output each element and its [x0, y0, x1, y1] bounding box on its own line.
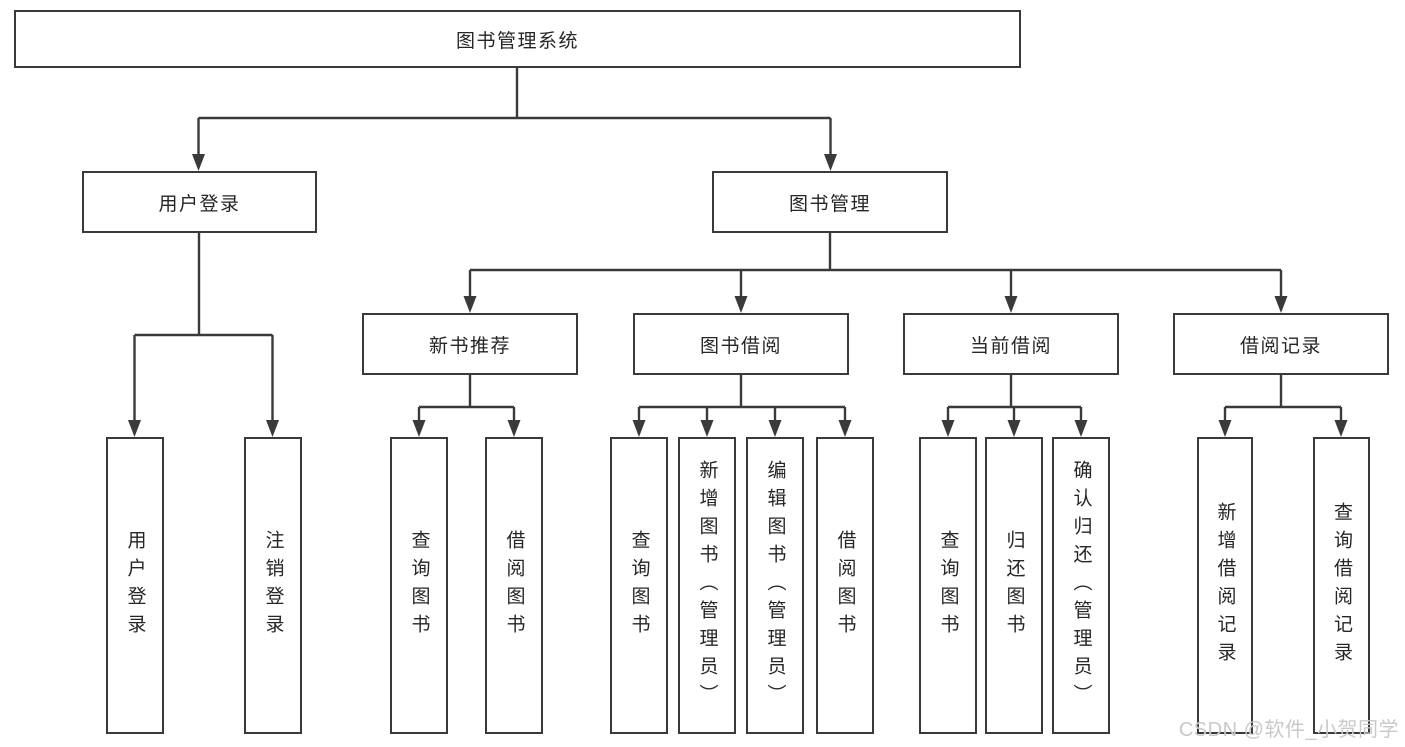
leaf-query-borrow-record: 查询借阅记录	[1313, 437, 1370, 734]
leaf-query-books-2: 查询图书	[610, 437, 668, 734]
connector-book-borrowing-to-leaves	[632, 375, 852, 437]
node-new-book-recommend: 新书推荐	[362, 313, 578, 375]
leaf-add-borrow-record: 新增借阅记录	[1197, 437, 1253, 734]
connector-root-to-level2	[192, 68, 837, 171]
leaf-add-books-admin: 新增图书（管理员）	[678, 437, 736, 734]
leaf-confirm-return-admin: 确认归还（管理员）	[1052, 437, 1110, 734]
connector-current-borrowing-to-leaves	[941, 375, 1088, 437]
leaf-logout: 注销登录	[244, 437, 302, 734]
leaf-borrow-books: 借阅图书	[485, 437, 543, 734]
leaf-return-books: 归还图书	[985, 437, 1043, 734]
node-user-login: 用户登录	[82, 171, 317, 233]
connector-borrowing-records-to-leaves	[1218, 375, 1348, 437]
node-borrowing-records: 借阅记录	[1173, 313, 1389, 375]
node-book-borrowing: 图书借阅	[633, 313, 849, 375]
csdn-watermark: CSDN @软件_小贺同学	[1178, 719, 1399, 741]
leaf-edit-books-admin: 编辑图书（管理员）	[746, 437, 804, 734]
node-book-management: 图书管理	[712, 171, 948, 233]
node-library-management-system: 图书管理系统	[14, 10, 1021, 68]
connector-user-login-to-leaves	[128, 233, 279, 437]
leaf-borrow-books-2: 借阅图书	[816, 437, 874, 734]
leaf-user-login: 用户登录	[106, 437, 164, 734]
connector-new-book-recommend-to-leaves	[412, 375, 521, 437]
connector-book-management-to-level3	[463, 233, 1288, 313]
leaf-query-books: 查询图书	[390, 437, 448, 734]
node-current-borrowing: 当前借阅	[903, 313, 1119, 375]
leaf-query-books-3: 查询图书	[919, 437, 977, 734]
